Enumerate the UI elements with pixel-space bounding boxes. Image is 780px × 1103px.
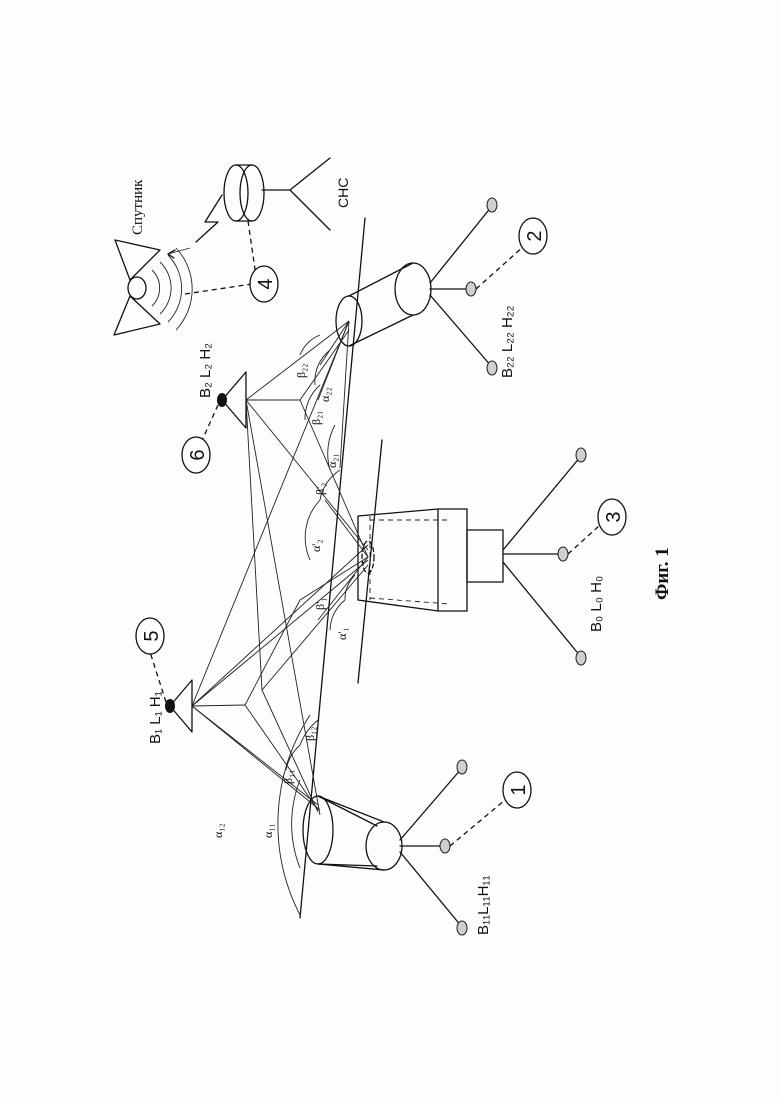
callout-number-3: 3	[603, 511, 625, 522]
callout-circle-1: 1	[503, 772, 531, 808]
sns-label: СНС	[335, 178, 351, 208]
baseline-left	[300, 218, 365, 918]
angle-beta-12: β₁₂	[303, 727, 317, 741]
target-5-coords: B₁ L₁ H₁	[147, 691, 164, 744]
station-3	[358, 448, 600, 665]
station-1-coords: B₁₁L₁₁H₁₁	[475, 875, 492, 935]
station-3-coords: B₀ L₀ H₀	[588, 576, 605, 632]
callout-circle-3: 3	[598, 499, 626, 535]
angle-alpha-12: α₁₂	[211, 823, 225, 838]
target-6-coords: B₂ L₂ H₂	[197, 343, 214, 398]
angle-alpha-2: α'₂	[309, 539, 323, 552]
station-2-coords: B₂₂ L₂₂ H₂₂	[499, 305, 516, 378]
callout-number-4: 4	[255, 278, 277, 289]
callout-circle-5: 5	[136, 618, 164, 654]
figure-caption: Фиг. 1	[652, 547, 673, 600]
angle-beta-2: β'₂	[313, 483, 327, 495]
callout-number-1: 1	[508, 784, 530, 795]
angle-beta-1: β'₁	[313, 598, 327, 610]
angle-alpha-21: α₂₁	[325, 453, 339, 468]
sight-lines	[192, 321, 368, 815]
satellite-label: Спутник	[130, 179, 146, 235]
callout-number-2: 2	[524, 230, 546, 241]
angle-beta-22: β₂₂	[294, 364, 308, 378]
angle-beta-11: β₁₁	[281, 770, 295, 784]
angle-alpha-1: α'₁	[335, 627, 349, 640]
callout-circle-6: 6	[182, 437, 210, 473]
callout-circle-2: 2	[519, 218, 547, 254]
angle-beta-21: β₂₁	[309, 411, 323, 425]
callout-number-6: 6	[187, 449, 209, 460]
angle-alpha-22: α₂₂	[318, 387, 332, 402]
callout-number-5: 5	[141, 630, 163, 641]
callout-circle-4: 4	[250, 266, 278, 302]
angle-alpha-11: α₁₁	[261, 823, 275, 838]
